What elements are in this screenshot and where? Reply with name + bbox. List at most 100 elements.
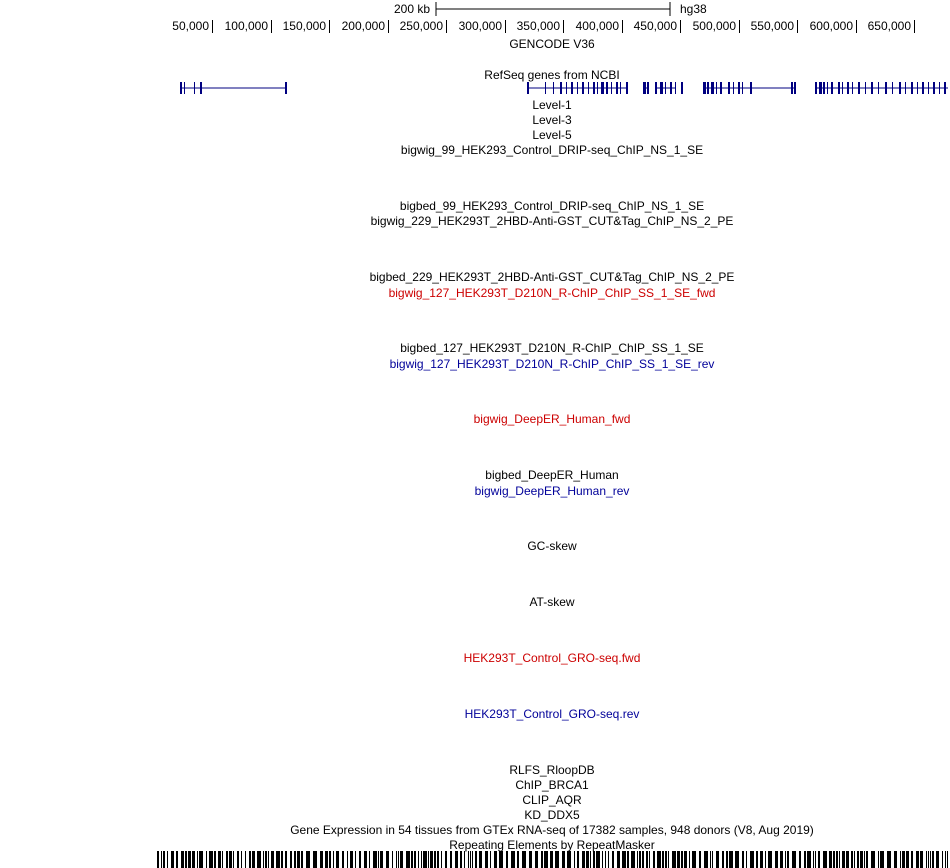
- repeat-element: [653, 851, 655, 868]
- repeat-element: [329, 851, 331, 868]
- repeat-element: [347, 851, 348, 868]
- repeat-element: [813, 851, 814, 868]
- repeat-element: [768, 851, 772, 868]
- repeat-element: [704, 851, 708, 868]
- repeat-element: [157, 851, 159, 868]
- repeat-element: [760, 851, 763, 868]
- repeat-element: [860, 851, 863, 868]
- track-label[interactable]: bigwig_127_HEK293T_D210N_R-ChIP_ChIP_SS_…: [388, 286, 716, 300]
- repeat-element: [468, 851, 469, 868]
- repeat-element: [437, 851, 439, 868]
- track-label[interactable]: GC-skew: [527, 539, 577, 553]
- repeat-element: [833, 851, 835, 868]
- gene-exon: [616, 82, 618, 94]
- gene-exon: [847, 82, 849, 94]
- repeat-element: [233, 851, 234, 868]
- repeat-element: [617, 851, 620, 868]
- track-label[interactable]: bigbed_DeepER_Human: [485, 468, 619, 482]
- repeat-element: [593, 851, 595, 868]
- track-label[interactable]: bigwig_DeepER_Human_fwd: [473, 412, 631, 426]
- ruler-tick-label: 450,000: [633, 19, 677, 33]
- ruler-tick-label: 350,000: [516, 19, 560, 33]
- track-label[interactable]: Level-5: [532, 128, 572, 142]
- track-label[interactable]: HEK293T_Control_GRO-seq.rev: [464, 707, 640, 721]
- gene-exon: [180, 82, 182, 94]
- gene-exon: [626, 82, 628, 94]
- track-label[interactable]: bigwig_229_HEK293T_2HBD-Anti-GST_CUT&Tag…: [370, 214, 734, 228]
- track-label[interactable]: HEK293T_Control_GRO-seq.fwd: [463, 651, 641, 665]
- repeat-element: [842, 851, 845, 868]
- repeat-element: [642, 851, 644, 868]
- ruler-tick-mark: [329, 20, 330, 33]
- gene-exon: [675, 82, 676, 94]
- repeat-element: [517, 851, 519, 868]
- repeat-element: [544, 851, 548, 868]
- repeat-element: [836, 851, 838, 868]
- gene-exon: [611, 82, 612, 94]
- repeat-element: [639, 851, 641, 868]
- refseq-gene-models[interactable]: [0, 78, 950, 98]
- track-label[interactable]: AT-skew: [529, 595, 575, 609]
- repeat-element: [887, 851, 891, 868]
- repeat-element: [378, 851, 379, 868]
- ruler-tick-mark: [797, 20, 798, 33]
- repeat-element: [421, 851, 422, 868]
- repeat-element: [428, 851, 429, 868]
- ruler-tick-mark: [505, 20, 506, 33]
- repeat-element: [406, 851, 410, 868]
- repeat-element: [522, 851, 526, 868]
- repeatmasker-track[interactable]: [0, 851, 950, 868]
- track-label[interactable]: RLFS_RloopDB: [509, 763, 595, 777]
- track-label[interactable]: ChIP_BRCA1: [515, 778, 589, 792]
- gene-exon: [905, 82, 906, 94]
- repeat-element: [364, 851, 367, 868]
- repeat-element: [699, 851, 701, 868]
- track-label[interactable]: bigwig_127_HEK293T_D210N_R-ChIP_ChIP_SS_…: [389, 357, 715, 371]
- repeat-element: [400, 851, 403, 868]
- repeat-element: [746, 851, 747, 868]
- gene-exon: [794, 82, 796, 94]
- repeat-element: [627, 851, 629, 868]
- track-label[interactable]: bigbed_127_HEK293T_D210N_R-ChIP_ChIP_SS_…: [400, 341, 704, 355]
- ruler-tick-mark: [680, 20, 681, 33]
- gene-exon: [865, 82, 866, 94]
- repeat-element: [445, 851, 447, 868]
- track-label[interactable]: bigbed_99_HEK293_Control_DRIP-seq_ChIP_N…: [399, 199, 705, 213]
- ruler-tick-label: 50,000: [172, 19, 209, 33]
- repeat-element: [392, 851, 393, 868]
- track-label[interactable]: bigwig_99_HEK293_Control_DRIP-seq_ChIP_N…: [400, 143, 704, 157]
- repeat-element: [692, 851, 696, 868]
- repeat-element: [163, 851, 165, 868]
- track-label[interactable]: GENCODE V36: [509, 37, 595, 51]
- track-label[interactable]: bigwig_DeepER_Human_rev: [474, 484, 630, 498]
- track-label[interactable]: Level-3: [532, 113, 572, 127]
- repeat-element: [494, 851, 497, 868]
- repeat-element: [470, 851, 471, 868]
- repeat-element: [577, 851, 579, 868]
- ruler-tick-mark: [563, 20, 564, 33]
- repeat-element: [472, 851, 473, 868]
- gene-exon: [601, 82, 604, 94]
- track-label[interactable]: bigbed_229_HEK293T_2HBD-Anti-GST_CUT&Tag…: [369, 270, 735, 284]
- repeat-element: [677, 851, 680, 868]
- gene-exon: [553, 82, 554, 94]
- gene-exon: [823, 82, 825, 94]
- track-label[interactable]: KD_DDX5: [524, 808, 580, 822]
- gene-exon: [827, 82, 828, 94]
- repeat-element: [906, 851, 909, 868]
- track-label[interactable]: Level-1: [532, 98, 572, 112]
- repeat-element: [297, 851, 300, 868]
- track-label[interactable]: RefSeq genes from NCBI: [484, 68, 620, 82]
- gene-exon: [285, 82, 287, 94]
- track-label[interactable]: Repeating Elements by RepeatMasker: [449, 838, 655, 852]
- repeat-element: [301, 851, 303, 868]
- track-label[interactable]: CLIP_AQR: [522, 793, 582, 807]
- ruler-tick-mark: [739, 20, 740, 33]
- track-label[interactable]: Gene Expression in 54 tissues from GTEx …: [290, 823, 814, 837]
- repeat-element: [637, 851, 638, 868]
- repeat-element: [373, 851, 377, 868]
- repeat-element: [369, 851, 370, 868]
- gene-exon: [681, 82, 683, 94]
- ruler-tick-label: 400,000: [575, 19, 619, 33]
